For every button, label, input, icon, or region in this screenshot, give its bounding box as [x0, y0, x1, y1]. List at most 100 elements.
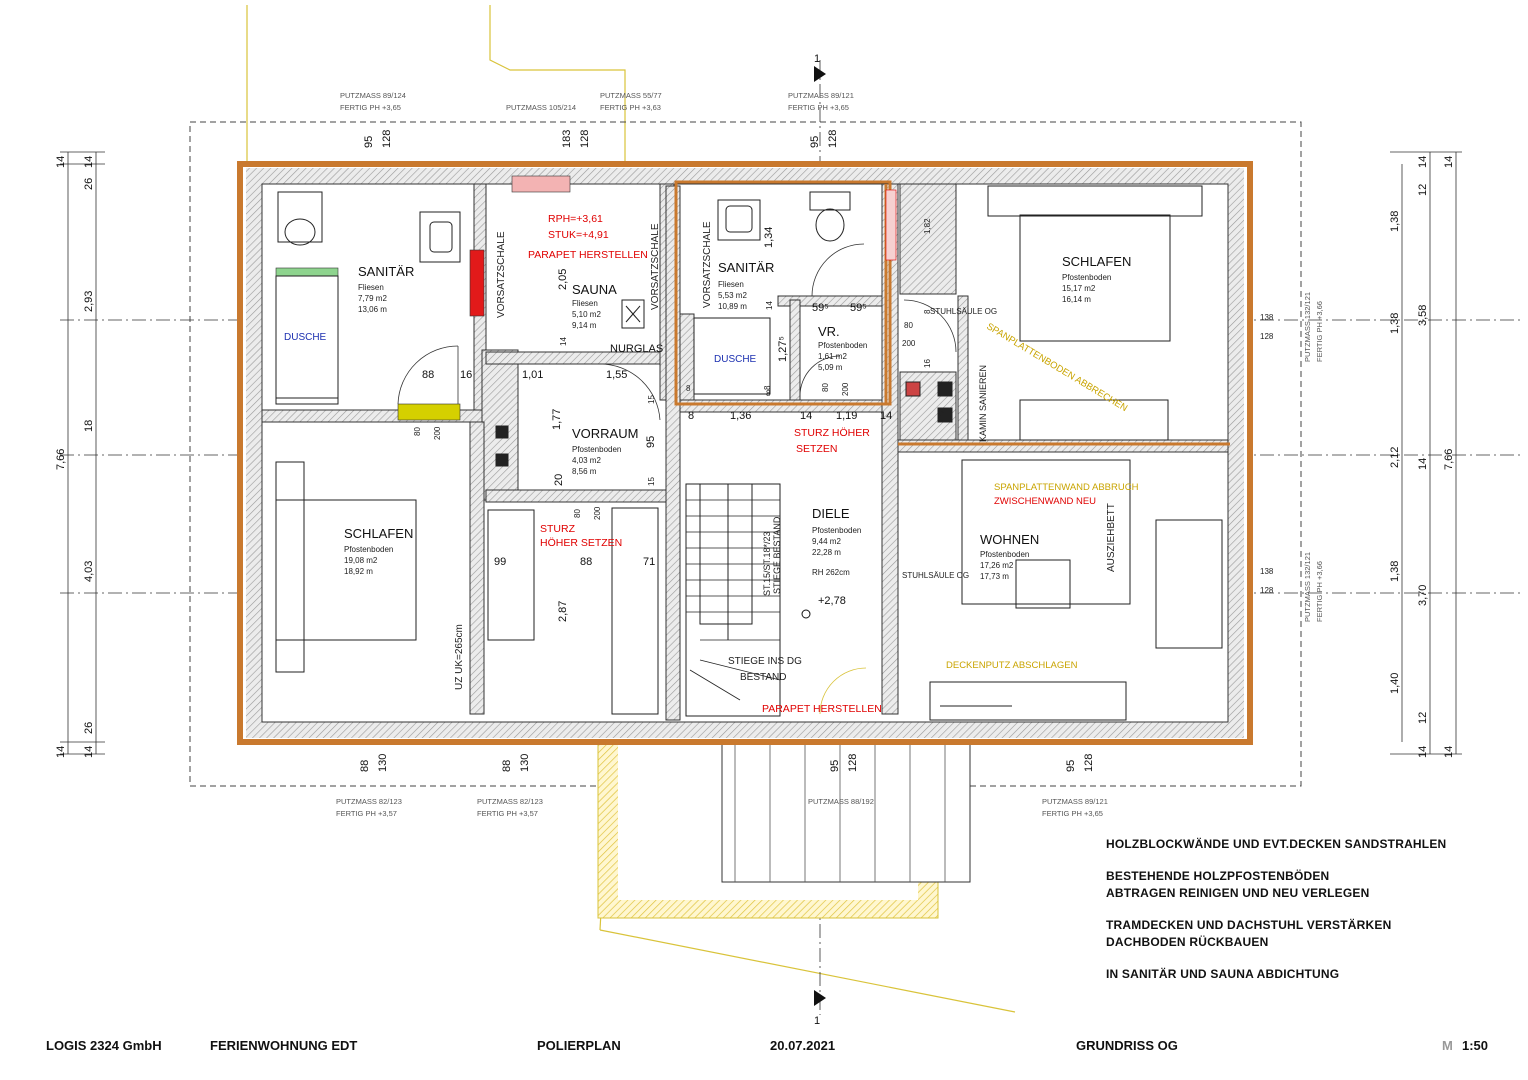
note-2: BESTEHENDE HOLZPFOSTENBÖDEN ABTRAGEN REI… [1106, 868, 1506, 902]
svg-text:15,17 m2: 15,17 m2 [1062, 284, 1096, 293]
room-sanitaer-2: SANITÄR Fliesen 5,53 m2 10,89 m [718, 260, 774, 311]
idim-9: 15 [647, 477, 656, 486]
note-1: HOLZBLOCKWÄNDE UND EVT.DECKEN SANDSTRAHL… [1106, 836, 1506, 853]
room-name: SAUNA [572, 282, 617, 297]
dimension-texts: 95 128 183 128 95 128 88 130 88 130 95 1… [55, 130, 1455, 772]
label-stiege-dim: ST.15/ST.18*/23 [762, 531, 772, 596]
note-line: TRAMDECKEN UND DACHSTUHL VERSTÄRKEN [1106, 918, 1392, 932]
idim-16: 2,87 [557, 601, 569, 622]
dimension-lines [60, 151, 1462, 755]
putzmass-8b: FERTIG PH +3,66 [1315, 301, 1324, 362]
idim-32: 8 [688, 410, 694, 422]
svg-text:Fliesen: Fliesen [718, 280, 744, 289]
svg-text:5,53 m2: 5,53 m2 [718, 291, 747, 300]
dim-bottom-4: 95 [829, 760, 841, 772]
idim-1: 16 [460, 369, 472, 381]
win-right-3: 128 [1260, 586, 1274, 595]
label-dusche-1: DUSCHE [284, 332, 327, 343]
dim-top-1: 128 [381, 130, 393, 148]
putzmass-9b: FERTIG PH +3,66 [1315, 561, 1324, 622]
fixtures [275, 185, 1223, 721]
svg-text:22,28 m: 22,28 m [812, 548, 841, 557]
note-line: BESTEHENDE HOLZPFOSTENBÖDEN [1106, 869, 1330, 883]
putzmass-0a: PUTZMASS 89/124 [340, 91, 406, 100]
idim-20: 14 [765, 301, 774, 310]
idim-24: 200 [902, 339, 916, 348]
svg-text:Pfostenboden: Pfostenboden [818, 341, 867, 350]
dim-left-7: 14 [55, 746, 67, 758]
idim-30: 8 [763, 385, 772, 390]
dim-top-4: 95 [809, 136, 821, 148]
idim-0: 88 [422, 369, 434, 381]
svg-text:Pfostenboden: Pfostenboden [812, 526, 861, 535]
room-schlafen-2: SCHLAFEN Pfostenboden 19,08 m2 18,92 m [344, 526, 413, 576]
dim-bottom-6: 95 [1065, 760, 1077, 772]
putzmass-5a: PUTZMASS 82/123 [477, 797, 543, 806]
dim-right-2: 12 [1417, 184, 1429, 196]
idim-3: 200 [433, 426, 442, 440]
idim-17: 2,05 [557, 269, 569, 290]
dim-right-8: 1,38 [1389, 561, 1401, 582]
scale-prefix: M [1442, 1038, 1453, 1053]
note-3: TRAMDECKEN UND DACHSTUHL VERSTÄRKEN DACH… [1106, 917, 1506, 951]
title-block: LOGIS 2324 GmbH FERIENWOHNUNG EDT POLIER… [0, 1035, 1528, 1059]
dim-right-11: 12 [1417, 712, 1429, 724]
room-diele: DIELE Pfostenboden 9,44 m2 22,28 m RH 26… [812, 506, 861, 577]
svg-text:Pfostenboden: Pfostenboden [344, 545, 393, 554]
label-sturz-1b: SETZEN [796, 443, 837, 455]
idim-14: 88 [580, 556, 592, 568]
label-zwischenwand: ZWISCHENWAND NEU [994, 496, 1096, 507]
note-line: DACHBODEN RÜCKBAUEN [1106, 935, 1269, 949]
label-parapet-2: PARAPET HERSTELLEN [762, 703, 882, 715]
dim-right-9: 3,70 [1417, 585, 1429, 606]
section-arrows [801, 66, 826, 1006]
idim-15: 71 [643, 556, 655, 568]
svg-text:RH 262cm: RH 262cm [812, 568, 850, 577]
label-stiege-1: STIEGE INS DG [728, 656, 802, 667]
room-name: SCHLAFEN [344, 526, 413, 541]
notes-panel: HOLZBLOCKWÄNDE UND EVT.DECKEN SANDSTRAHL… [1106, 836, 1506, 998]
dim-left-4: 18 [83, 420, 95, 432]
putzmass-7b: FERTIG PH +3,65 [1042, 809, 1103, 818]
note-4: IN SANITÄR UND SAUNA ABDICHTUNG [1106, 966, 1506, 983]
dim-left-2: 26 [83, 178, 95, 190]
label-rph: RPH=+3,61 [548, 213, 603, 225]
svg-text:9,44 m2: 9,44 m2 [812, 537, 841, 546]
putzmass-6a: PUTZMASS 88/192 [808, 797, 874, 806]
svg-text:5,10 m2: 5,10 m2 [572, 310, 601, 319]
putzmass-3b: FERTIG PH +3,65 [788, 103, 849, 112]
room-wohnen: WOHNEN Pfostenboden 17,26 m2 17,73 m [980, 532, 1039, 581]
dim-right-10: 1,40 [1389, 673, 1401, 694]
dim-right-13: 14 [1443, 746, 1455, 758]
putzmass-9a: PUTZMASS 132/121 [1303, 552, 1312, 622]
label-spanwand: SPANPLATTENWAND ABBRUCH [994, 482, 1139, 493]
svg-text:5,09 m: 5,09 m [818, 363, 843, 372]
idim-18: 14 [559, 337, 568, 346]
putzmass-3a: PUTZMASS 89/121 [788, 91, 854, 100]
interior-dims: 88 16 80 200 1,01 1,55 1,77 95 15 15 20 … [413, 218, 948, 622]
plan-view: GRUNDRISS OG [1076, 1038, 1178, 1053]
svg-text:18,92 m: 18,92 m [344, 567, 373, 576]
svg-text:7,79 m2: 7,79 m2 [358, 294, 387, 303]
dim-left-3: 2,93 [83, 291, 95, 312]
plan-type: POLIERPLAN [537, 1038, 621, 1053]
dim-left-9: 7,66 [55, 449, 67, 470]
section-mark-bottom: 1 [814, 1015, 820, 1027]
idim-21: 59⁵ [812, 302, 829, 314]
idim-25: 16 [923, 359, 932, 368]
room-name: SANITÄR [718, 260, 774, 275]
idim-10: 20 [553, 474, 565, 486]
note-line: ABTRAGEN REINIGEN UND NEU VERLEGEN [1106, 886, 1370, 900]
label-stiege-bestand: STIEGE BESTAND [772, 516, 782, 594]
svg-text:17,73 m: 17,73 m [980, 572, 1009, 581]
dim-bottom-1: 130 [377, 754, 389, 772]
idim-19: 1,34 [763, 227, 775, 248]
win-right-0: 138 [1260, 313, 1274, 322]
svg-text:Pfostenboden: Pfostenboden [572, 445, 621, 454]
svg-text:10,89 m: 10,89 m [718, 302, 747, 311]
room-schlafen-1: SCHLAFEN Pfostenboden 15,17 m2 16,14 m [1062, 254, 1131, 304]
svg-text:13,06 m: 13,06 m [358, 305, 387, 314]
label-stuhl-2: STUHLSÄULE OG [902, 571, 969, 580]
label-vorsatz-2: VORSATZSCHALE [650, 223, 661, 310]
putzmass-8a: PUTZMASS 132/121 [1303, 292, 1312, 362]
